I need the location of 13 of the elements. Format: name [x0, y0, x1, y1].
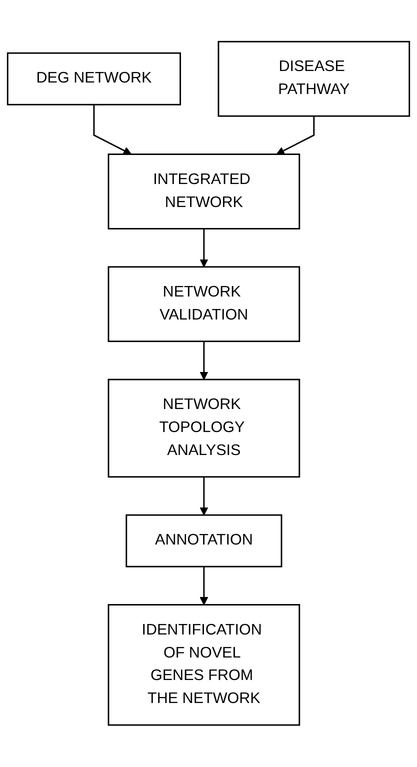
node-box: ANNOTATION	[126, 514, 282, 568]
node-box: DEG NETWORK	[6, 52, 181, 106]
node-box: DISEASE PATHWAY	[218, 41, 410, 117]
node-box: INTEGRATED NETWORK	[108, 154, 300, 230]
arrow	[200, 342, 208, 380]
node-box: NETWORK TOPOLOGY ANALYSIS	[108, 378, 300, 478]
arrow	[200, 566, 208, 606]
node-box: NETWORK VALIDATION	[108, 266, 300, 342]
node-box: IDENTIFICATION OF NOVEL GENES FROM THE NETWORK	[108, 604, 300, 726]
arrow	[276, 116, 315, 155]
arrow	[93, 104, 132, 155]
arrow	[200, 228, 208, 268]
arrow	[200, 477, 208, 516]
